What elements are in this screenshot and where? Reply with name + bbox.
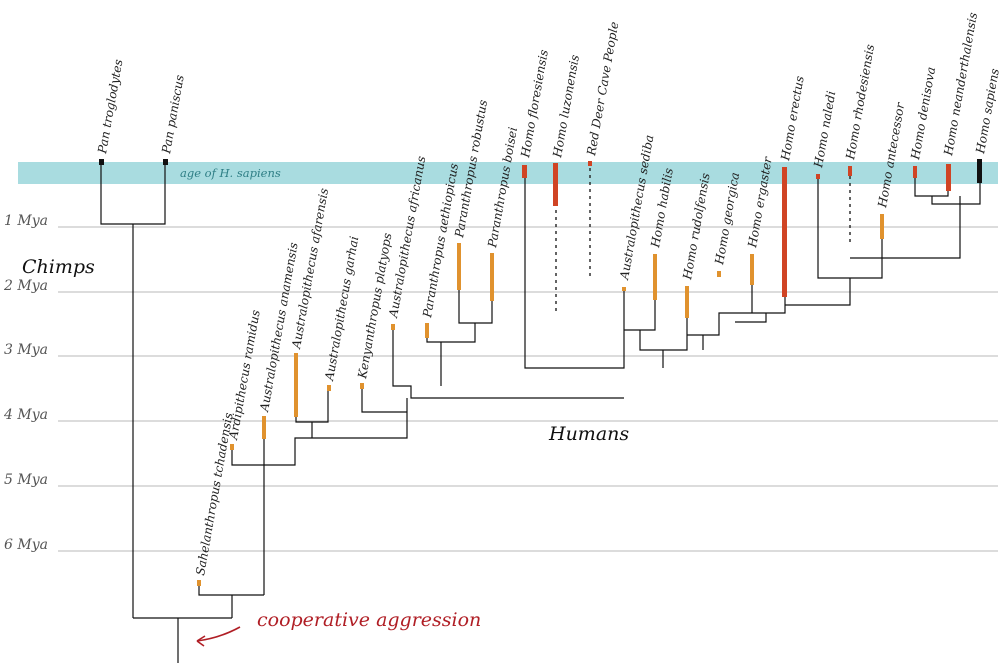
boisei-range [490,253,494,301]
rudolfensis-range [685,286,689,318]
erectus-range [782,167,787,297]
branch-ardipithecus [231,447,296,466]
tree-branches [100,163,981,663]
time-labels: 1 Mya 2 Mya 3 Mya 4 Mya 5 Mya 6 Mya [3,213,48,553]
species-labels: Pan troglodytes Pan paniscus Sahelanthro… [95,11,1000,576]
label-luzonensis: Homo luzonensis [550,54,582,160]
label-denisova: Homo denisova [908,66,938,162]
habilis-range [653,254,657,300]
platyops-range [360,383,364,389]
annotation-label: cooperative aggression [257,609,481,631]
time-label-3: 3 Mya [4,342,48,358]
rhodesiensis-range [848,166,852,176]
sahelanthropus-range [197,580,201,586]
time-label-5: 5 Mya [4,472,48,488]
fossil-ranges [99,159,982,586]
time-label-6: 6 Mya [4,537,48,553]
label-georgica: Homo georgica [712,171,742,266]
branch-paranthropus [426,290,493,386]
time-label-1: 1 Mya [4,213,48,229]
label-sapiens: Homo sapiens [973,67,1000,155]
denisova-range [913,166,917,178]
anamensis-range [262,416,266,439]
label-pan-troglodytes: Pan troglodytes [95,58,126,155]
label-ramidus: Ardipithecus ramidus [226,309,263,442]
red-deer-range [588,161,592,166]
branch-root [133,617,232,663]
garhai-range [327,385,331,391]
time-label-2: 2 Mya [3,278,48,294]
sapiens-age-band [18,162,998,184]
label-neanderthalensis: Homo neanderthalensis [941,11,980,157]
label-naledi: Homo naledi [811,90,838,170]
label-erectus: Homo erectus [778,75,807,163]
label-aethiopicus: Paranthropus aethiopicus [420,162,461,319]
pan-paniscus-range [163,159,168,165]
branch-homo-stem [524,178,625,369]
robustus-range [457,243,461,290]
band-label: age of H. sapiens [180,166,281,180]
label-sediba: Australopithecus sediba [617,134,656,282]
branch-late-homo [785,178,981,306]
annotation-arrowhead-icon [196,635,206,647]
sapiens-range [977,159,982,183]
humans-label: Humans [548,423,629,445]
time-label-4: 4 Mya [3,407,48,423]
branch-sahelanthropus [198,583,264,618]
aethiopicus-range [425,323,429,338]
afarensis-range [294,353,298,417]
antecessor-range [880,214,884,239]
neanderthalensis-range [946,164,951,191]
floresiensis-range [522,165,527,178]
sediba-range [622,287,626,291]
label-red-deer: Red Deer Cave People [584,21,621,158]
label-garhai: Australopithecus garhai [322,235,361,383]
ergaster-range [750,254,754,285]
branch-platyops [294,386,408,448]
label-antecessor: Homo antecessor [875,100,908,209]
label-boisei: Paranthropus boisei [485,126,520,250]
branch-chimps [100,163,166,618]
time-gridlines [58,226,998,552]
naledi-range [816,174,820,179]
africanus-range [391,324,395,330]
pan-troglodytes-range [99,159,104,165]
ramidus-range [230,444,234,450]
label-rhodesiensis: Homo rhodesiensis [843,43,877,161]
annotation-arrow-icon [196,626,241,642]
label-pan-paniscus: Pan paniscus [159,74,187,156]
branch-africanus [392,327,624,399]
luzonensis-range [553,163,558,206]
chimps-label: Chimps [22,256,95,278]
georgica-range [717,271,721,277]
ghost-lineages [555,168,851,312]
branch-erectus-group [718,283,786,323]
label-floresiensis: Homo floresiensis [518,49,551,160]
branch-early-homo [624,300,720,368]
